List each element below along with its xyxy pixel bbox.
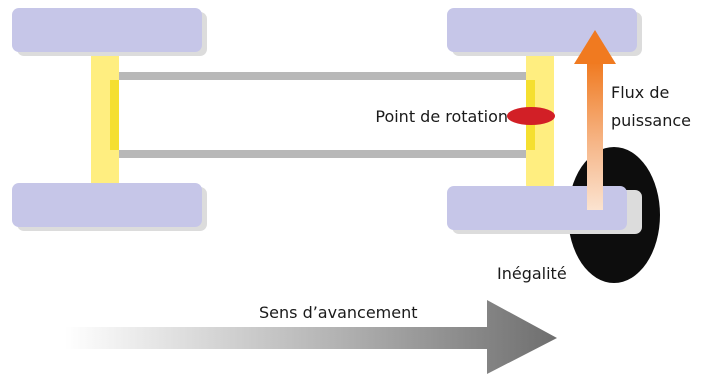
direction-arrow xyxy=(65,300,557,374)
wheel-rear-right xyxy=(12,183,207,231)
rotation-point-marker xyxy=(507,107,555,125)
unevenness-label: Inégalité xyxy=(497,264,567,283)
rotation-point-label: Point de rotation xyxy=(375,107,508,126)
power-flow-arrow xyxy=(574,30,616,210)
power-flow-label-line2: puissance xyxy=(611,111,691,130)
power-flow-label-line1: Flux de xyxy=(611,83,669,102)
wheel-front-right xyxy=(447,186,642,234)
rear-axle-edge xyxy=(110,80,119,150)
wheel-rear-left xyxy=(12,8,207,56)
wheel-front-left xyxy=(447,8,642,56)
direction-label: Sens d’avancement xyxy=(259,303,418,322)
